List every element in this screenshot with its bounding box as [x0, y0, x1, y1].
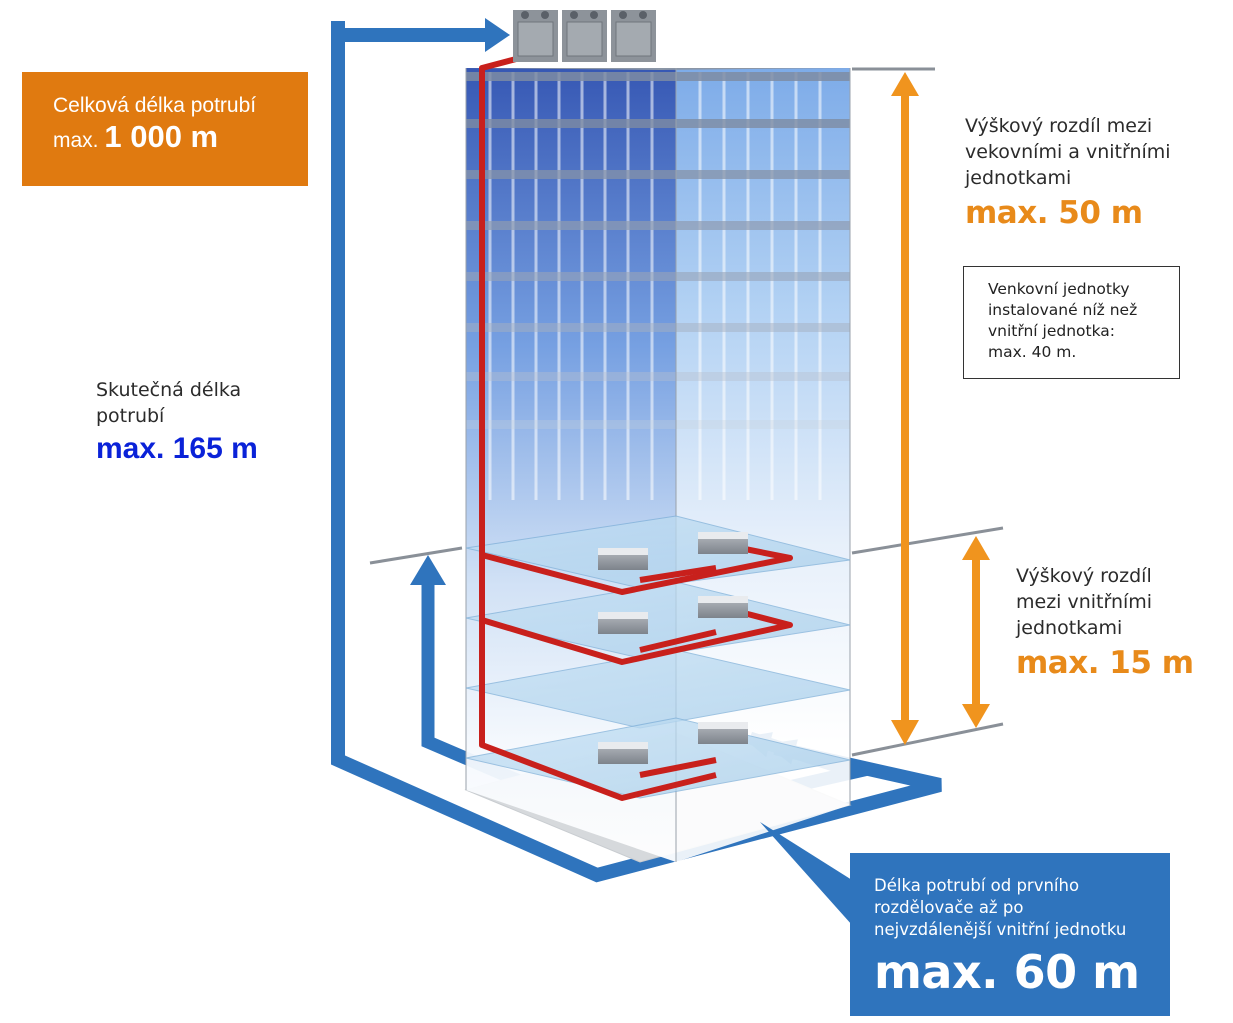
- blue-pipe-outer: [331, 21, 942, 883]
- height-outdoor-indoor-value: max. 50 m: [965, 195, 1143, 231]
- arrow-head-left-up: [410, 555, 446, 585]
- actual-length-value: max. 165 m: [96, 432, 258, 465]
- actual-length-label: Skutečná délka potrubí: [96, 379, 242, 427]
- height-arrow-50m: [891, 72, 919, 745]
- branch-length-desc: Délka potrubí od prvního rozdělovače až …: [874, 876, 1127, 939]
- note-box: Venkovní jednotky instalované níž než vn…: [963, 266, 1180, 379]
- height-outdoor-indoor-label: Výškový rozdíl mezi vekovními a vnitřním…: [965, 115, 1171, 189]
- indoor-units: [598, 532, 748, 764]
- red-pipes: [479, 55, 793, 801]
- window-grid: [488, 72, 822, 500]
- level-lines: [369, 67, 1004, 757]
- total-length-value: 1 000 m: [104, 119, 219, 154]
- height-indoor-indoor-label: Výškový rozdíl mezi vnitřními jednotkami: [1016, 565, 1153, 639]
- height-indoor-indoor-value: max. 15 m: [1016, 645, 1194, 681]
- total-length-label: Celková délka potrubí: [53, 94, 257, 117]
- floor-bands: [466, 72, 850, 429]
- branch-length-value: max. 60 m: [874, 945, 1140, 999]
- callout-pointer: [760, 822, 852, 925]
- total-length-prefix: max.: [53, 129, 99, 152]
- outdoor-units: [513, 10, 656, 62]
- height-arrow-15m: [962, 536, 990, 728]
- arrow-head-top: [485, 18, 510, 52]
- branch-length-box: Délka potrubí od prvního rozdělovače až …: [850, 853, 1170, 1016]
- total-length-box: Celková délka potrubí max. 1 000 m: [22, 72, 308, 186]
